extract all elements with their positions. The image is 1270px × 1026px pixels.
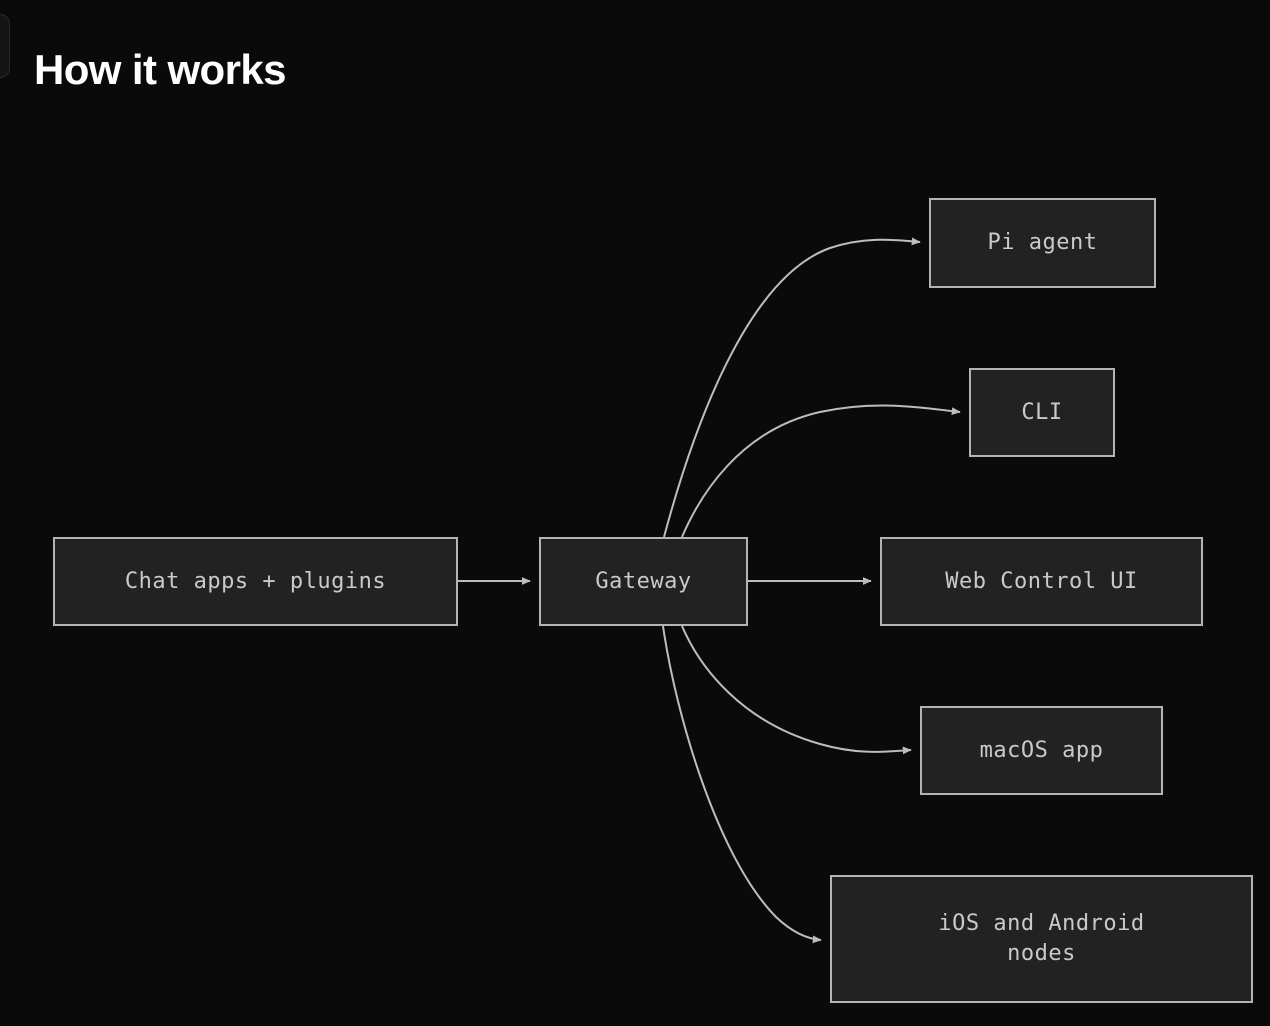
node-label: Gateway — [595, 568, 692, 594]
node-label: CLI — [1021, 399, 1063, 425]
node-macos-app[interactable]: macOS app — [920, 706, 1163, 795]
page-title: How it works — [34, 46, 286, 94]
node-chat-apps-plugins[interactable]: Chat apps + plugins — [53, 537, 458, 626]
node-label: macOS app — [979, 737, 1104, 763]
node-gateway[interactable]: Gateway — [539, 537, 748, 626]
node-cli[interactable]: CLI — [969, 368, 1115, 457]
node-ios-android-nodes[interactable]: iOS and Android nodes — [830, 875, 1253, 1003]
edge-gateway-to-pi-agent — [663, 237, 921, 538]
node-pi-agent[interactable]: Pi agent — [929, 198, 1156, 288]
node-label: iOS and Android nodes — [938, 911, 1145, 966]
edge-gateway-to-cli — [681, 404, 961, 538]
node-label: Pi agent — [987, 230, 1098, 256]
node-label: Chat apps + plugins — [124, 568, 387, 594]
node-web-control-ui[interactable]: Web Control UI — [880, 537, 1203, 626]
edge-gateway-to-mobile-nodes — [662, 625, 822, 944]
node-label: Web Control UI — [945, 568, 1138, 594]
edge-gateway-to-macos-app — [681, 625, 912, 755]
